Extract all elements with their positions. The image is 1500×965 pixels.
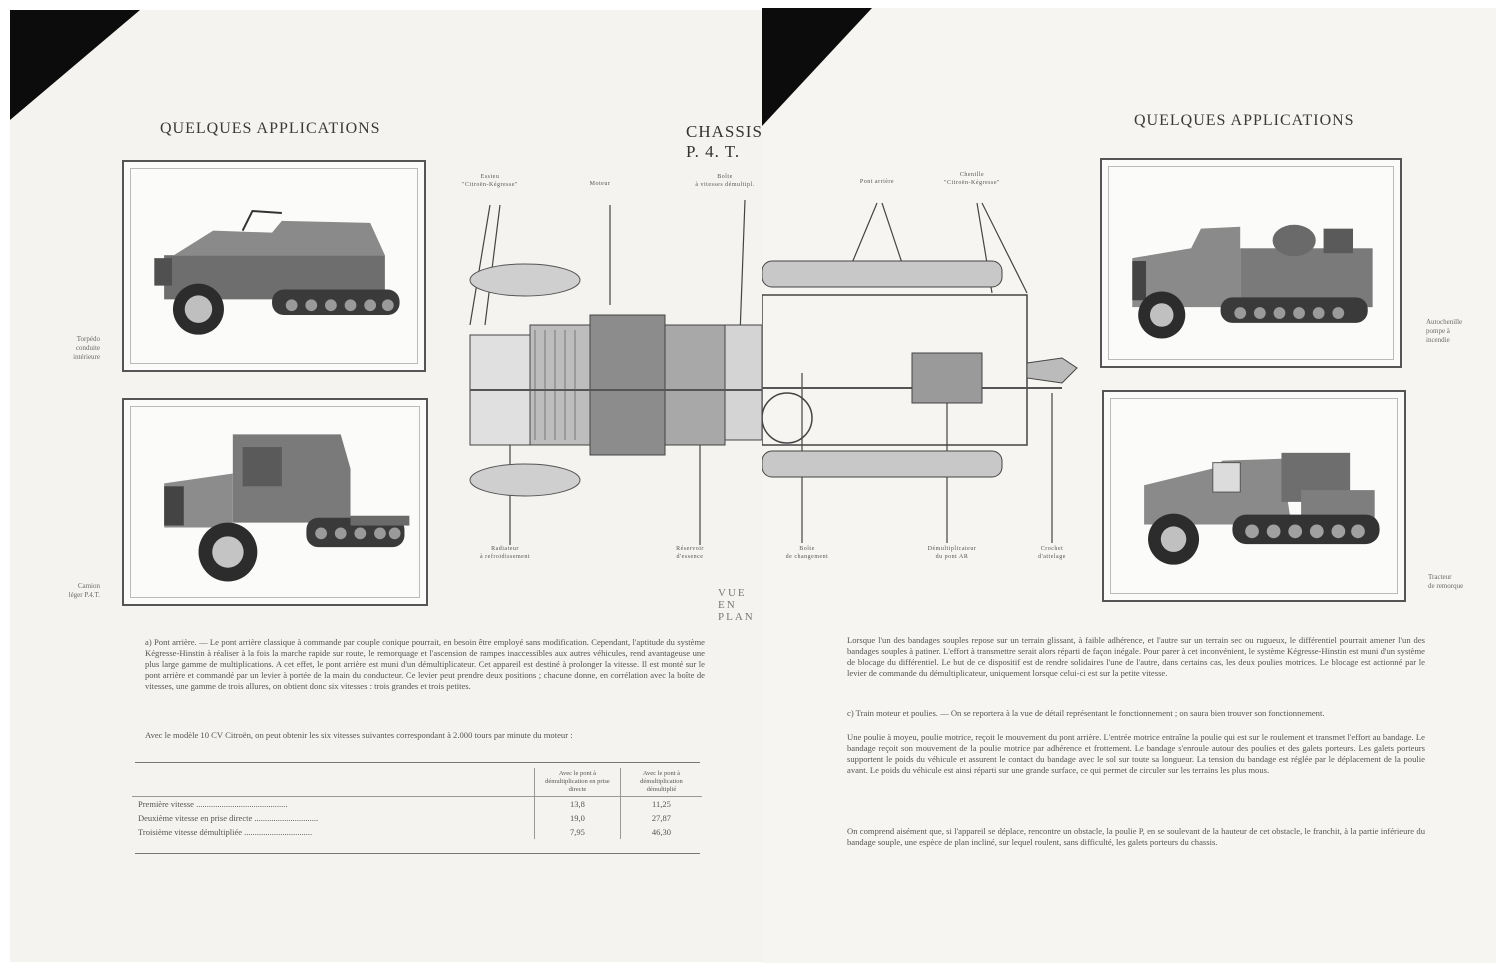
right-paragraph-blocage: Lorsque l'un des bandages souples repose… bbox=[847, 635, 1425, 678]
photo-torpedo bbox=[122, 160, 426, 372]
halftrack-tractor-image bbox=[1144, 452, 1380, 565]
halftrack-torpedo-image bbox=[154, 210, 400, 335]
diagram-label-boite: Boîte à vitesses démultipl. bbox=[695, 174, 755, 188]
table-row: Première vitesse .......................… bbox=[132, 796, 702, 811]
halftrack-truck-image bbox=[164, 434, 410, 582]
speeds-table: Avec le pont à démultiplication en prise… bbox=[132, 768, 702, 839]
right-paragraph-obstacle: On comprend aisément que, si l'appareil … bbox=[847, 826, 1425, 847]
caption-tracteur: Tracteur de remorque bbox=[1428, 573, 1464, 590]
diagram-label-pont-arriere: Pont arrière bbox=[859, 179, 895, 185]
right-paragraph-poulie: Une poulie à moyeu, poulie motrice, reço… bbox=[847, 732, 1425, 775]
plan-label: VUE EN PLAN bbox=[718, 587, 755, 623]
diagram-label-boite-changement: Boîte de changement bbox=[785, 546, 829, 560]
halftrack-fire-engine-image bbox=[1132, 224, 1373, 339]
left-heading: QUELQUES APPLICATIONS bbox=[160, 120, 381, 137]
page-corner-shadow bbox=[10, 10, 140, 120]
right-page: Pont arrière Chenille "Citroën-Kégresse"… bbox=[762, 8, 1496, 963]
diagram-label-demultiplicateur: Démultiplicateur du pont AR bbox=[927, 546, 977, 560]
table-bottom-rule bbox=[135, 853, 700, 854]
page-corner-shadow bbox=[762, 8, 872, 126]
left-paragraph-pont: a) Pont arrière. — Le pont arrière class… bbox=[145, 637, 705, 691]
table-top-rule bbox=[135, 762, 700, 763]
diagram-label-radiateur: Radiateur à refroidissement bbox=[480, 546, 530, 560]
diagram-label-crochet: Crochet d'attelage bbox=[1038, 546, 1066, 560]
diagram-label-chenille: Chenille "Citroën-Kégresse" bbox=[944, 172, 1000, 186]
right-paragraph-train: c) Train moteur et poulies. — On se repo… bbox=[847, 708, 1325, 718]
diagram-label-reservoir: Réservoir d'essence bbox=[676, 546, 704, 560]
photo-tracteur bbox=[1102, 390, 1406, 602]
table-row: Deuxième vitesse en prise directe ......… bbox=[132, 811, 702, 825]
caption-torpedo: Torpédo conduite intérieure bbox=[73, 335, 100, 361]
left-page: QUELQUES APPLICATIONS Torpédo conduite i… bbox=[10, 10, 762, 962]
caption-camion: Camion léger P.4.T. bbox=[68, 582, 100, 599]
right-heading: QUELQUES APPLICATIONS bbox=[1134, 112, 1355, 129]
table-row: Troisième vitesse démultipliée .........… bbox=[132, 825, 702, 839]
diagram-label-moteur: Moteur bbox=[589, 181, 611, 187]
chassis-title: CHASSIS P. 4. T. bbox=[686, 122, 762, 161]
chassis-plan-diagram-right bbox=[762, 202, 1078, 543]
chassis-plan-diagram-left bbox=[469, 199, 762, 545]
caption-pompe: Autochenille pompe à incendie bbox=[1426, 318, 1463, 344]
photo-camion bbox=[122, 398, 428, 606]
table-header-row: Avec le pont à démultiplication en prise… bbox=[132, 768, 702, 797]
diagram-label-essieu: Essieu "Citroën-Kégresse" bbox=[462, 174, 518, 188]
photo-pompe bbox=[1100, 158, 1402, 368]
left-paragraph-vitesses: Avec le modèle 10 CV Citroën, on peut ob… bbox=[145, 730, 573, 740]
